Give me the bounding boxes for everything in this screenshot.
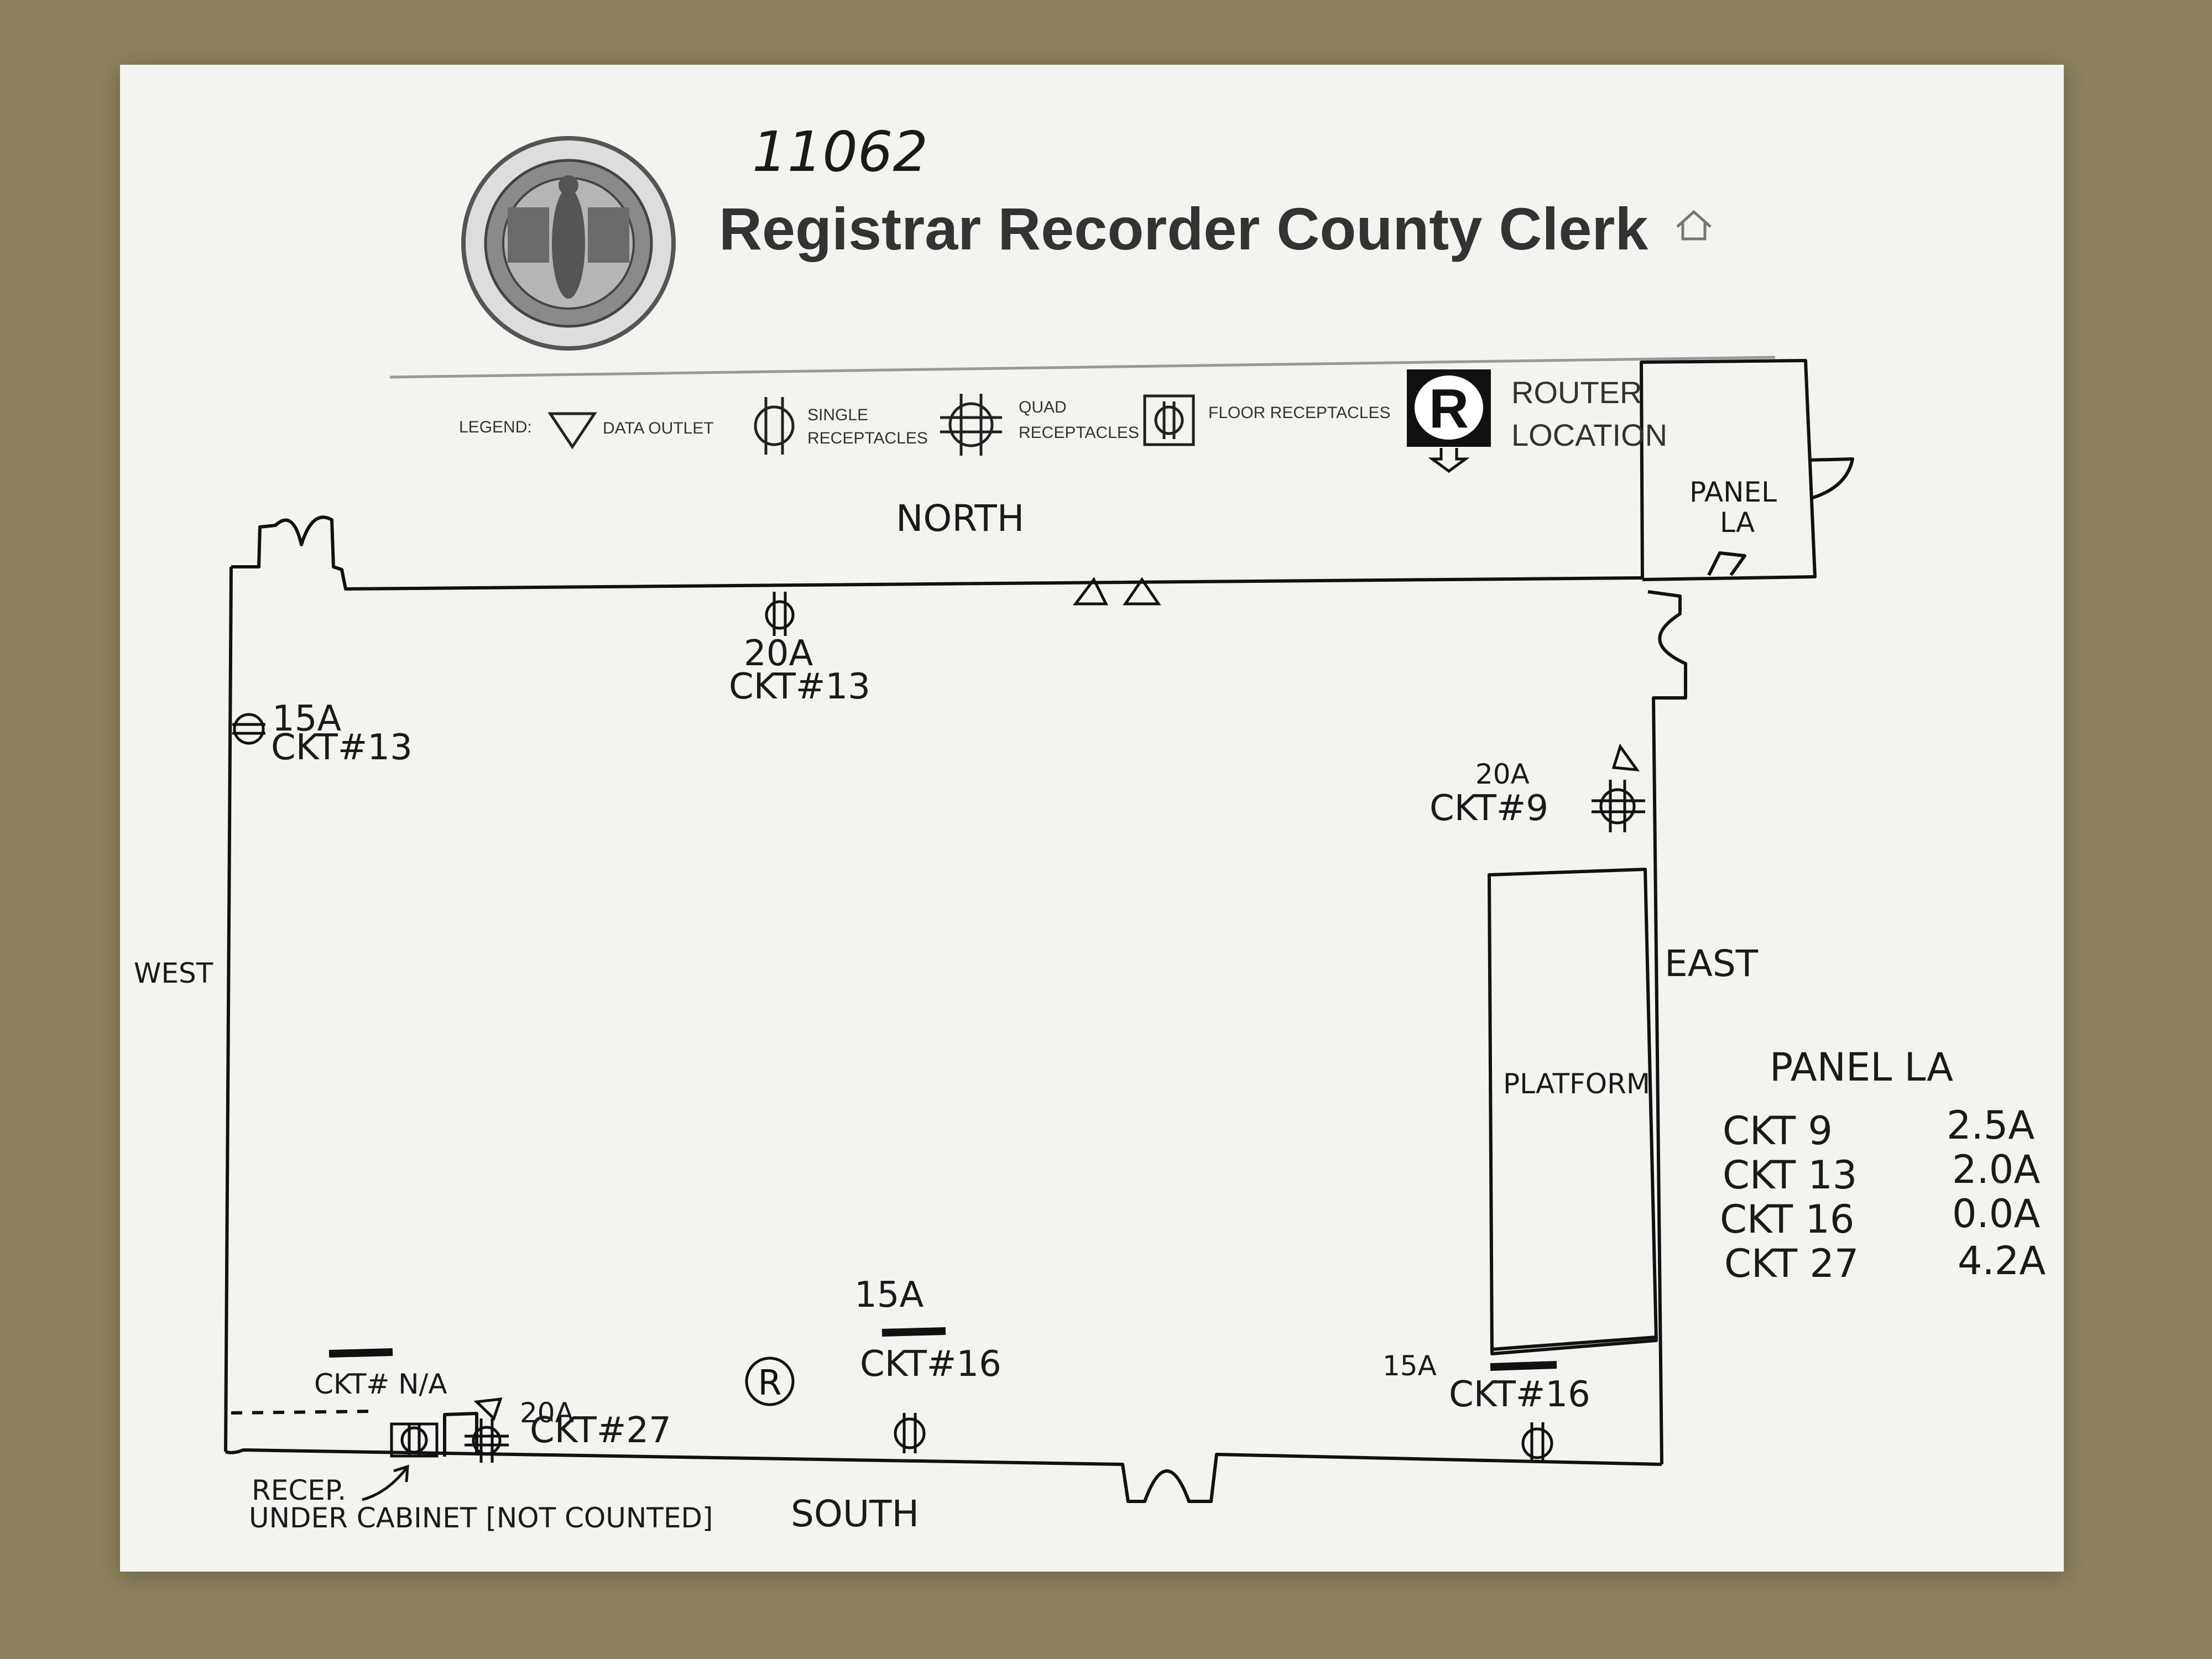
single-receptacle-icon: [232, 713, 265, 745]
north-receptacle-amps: 20A: [744, 633, 813, 674]
sw-quad-amps: 20A: [520, 1397, 574, 1429]
document-number: 11062: [752, 119, 928, 184]
legend-floor-receptacle-icon: [1143, 394, 1195, 446]
county-seal-icon: [461, 136, 676, 351]
legend-label: LEGEND:: [459, 418, 532, 436]
legend-router-letter: R: [1429, 378, 1469, 440]
legend-router-icon: R: [1407, 369, 1491, 473]
legend-router-label-1: ROUTER: [1511, 375, 1642, 410]
panel-table-ckt: CKT 27: [1724, 1241, 1859, 1286]
legend-single-label-1: SINGLE: [807, 406, 869, 424]
legend-data-outlet-label: DATA OUTLET: [603, 419, 714, 437]
south-receptacle-amps: 15A: [854, 1275, 924, 1316]
direction-east: EAST: [1665, 942, 1759, 985]
note-arrow: [362, 1464, 409, 1501]
west-receptacle-amps: 15A: [272, 698, 342, 739]
panel-table-amps: 0.0A: [1952, 1191, 2041, 1237]
legend-data-outlet-icon: [547, 412, 597, 450]
router-mark: R: [758, 1363, 781, 1403]
west-receptacle-circuit: CKT#13: [271, 727, 413, 768]
quad-receptacle-icon: [465, 1418, 509, 1463]
data-outlet-icon: [473, 577, 1640, 1421]
south-receptacle-circuit: CKT#16: [860, 1344, 1001, 1385]
panel-room-label-2: LA: [1720, 507, 1755, 539]
direction-west: WEST: [134, 957, 213, 989]
sw-receptacle-circuit: CKT# N/A: [314, 1368, 447, 1400]
legend-quad-label-2: RECEPTACLES: [1019, 424, 1139, 442]
router-location-icon: R: [745, 1357, 795, 1406]
sw-quad-circuit: CKT#27: [530, 1410, 671, 1451]
north-receptacle-circuit: CKT#13: [729, 666, 870, 707]
panel-room-label-1: PANEL: [1689, 476, 1777, 508]
single-receptacle-icon: [1521, 1422, 1553, 1463]
floor-receptacle-icon: [390, 1422, 439, 1458]
panel-table-ckt: CKT 16: [1720, 1197, 1855, 1242]
direction-north: NORTH: [896, 497, 1025, 540]
panel-table-ckt: CKT 9: [1723, 1108, 1833, 1154]
panel-table-amps: 4.2A: [1958, 1238, 2046, 1284]
under-cabinet-note-2: UNDER CABINET [NOT COUNTED]: [249, 1502, 713, 1534]
paper-sheet: [120, 65, 2064, 1572]
legend-quad-label-1: QUAD: [1019, 398, 1067, 416]
under-cabinet-note-1: RECEP.: [252, 1474, 347, 1506]
east-receptacle-amps: 20A: [1475, 758, 1530, 790]
page-title: Registrar Recorder County Clerk: [719, 195, 1648, 262]
se-receptacle-amps: 15A: [1383, 1350, 1437, 1382]
east-receptacle-circuit: CKT#9: [1430, 788, 1549, 829]
single-receptacle-icon: [894, 1413, 926, 1453]
legend-router-label-2: LOCATION: [1511, 418, 1668, 452]
panel-table-title: PANEL LA: [1770, 1045, 1953, 1090]
legend-quad-receptacle-icon: [940, 394, 1002, 456]
panel-table-amps: 2.0A: [1952, 1147, 2041, 1192]
single-receptacle-icon: [765, 592, 795, 636]
quad-receptacle-icon: [1592, 780, 1645, 832]
panel-table-ckt: CKT 13: [1723, 1152, 1858, 1198]
se-receptacle-circuit: CKT#16: [1449, 1374, 1590, 1415]
header-divider: [389, 356, 1776, 379]
platform-label: PLATFORM: [1503, 1068, 1651, 1100]
legend-floor-label: FLOOR RECEPTACLES: [1208, 404, 1391, 422]
strikeout-marks: [328, 1327, 1557, 1371]
legend-single-label-2: RECEPTACLES: [807, 429, 928, 447]
legend-single-receptacle-icon: [754, 397, 795, 455]
panel-table-amps: 2.5A: [1947, 1103, 2035, 1148]
building-outline: [224, 359, 1854, 1503]
home-icon: [1676, 210, 1712, 241]
direction-south: SOUTH: [791, 1493, 920, 1535]
